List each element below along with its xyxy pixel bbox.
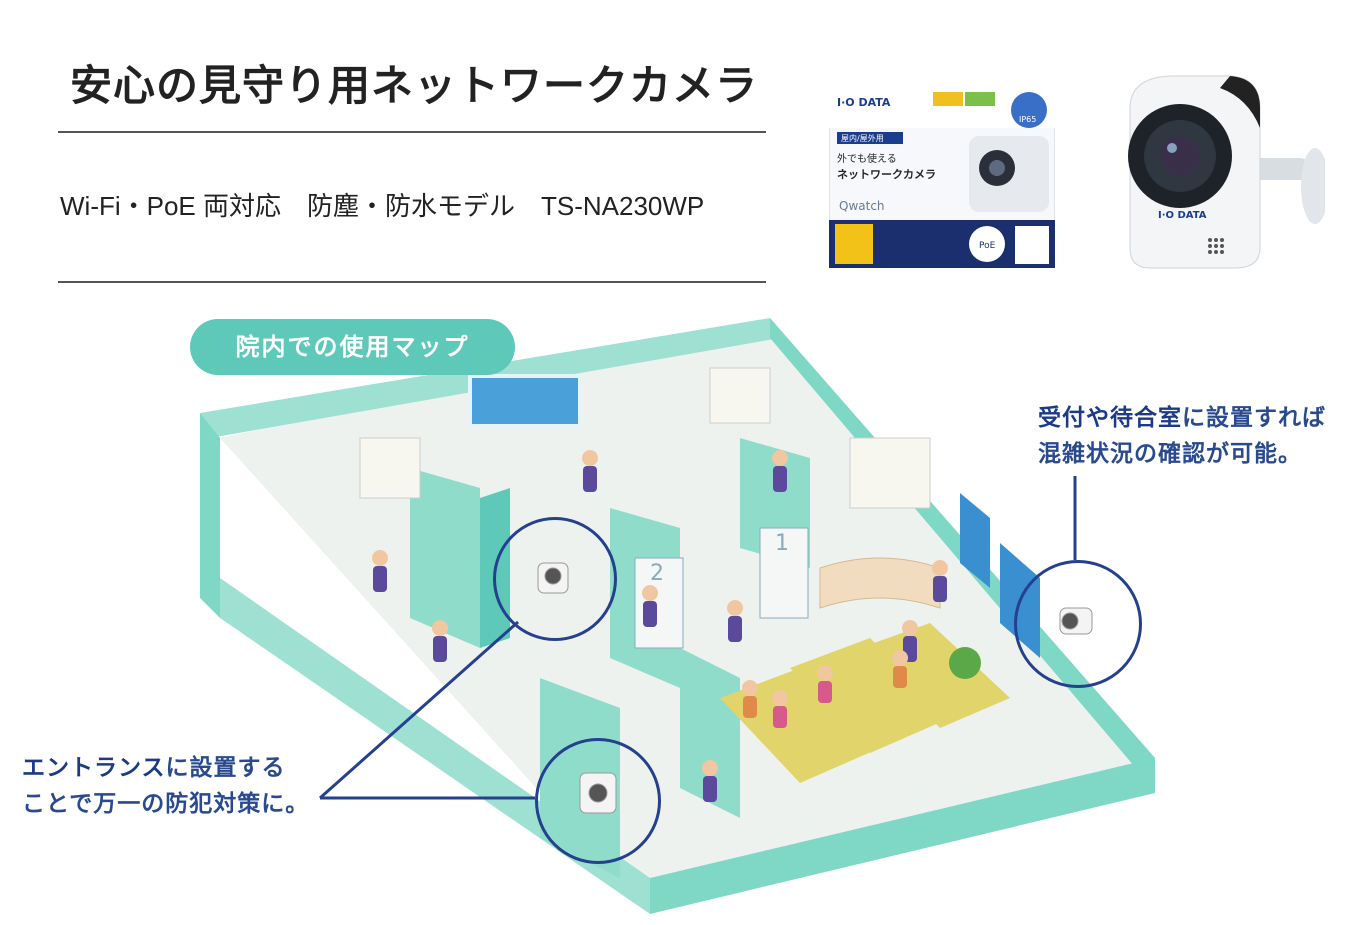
door-number-1: 1 (775, 531, 789, 556)
box-brand: I·O DATA (837, 96, 891, 109)
box-line2: ネットワークカメラ (837, 168, 936, 181)
box-line1: 外でも使える (837, 152, 897, 165)
door-number-2: 2 (650, 561, 664, 586)
highlight-circle-entrance (535, 738, 661, 864)
divider-top (58, 131, 766, 133)
camera-brand: I·O DATA (1158, 210, 1207, 221)
map-label: 院内での使用マップ (190, 319, 515, 375)
highlight-circle-room (493, 517, 617, 641)
callout-reception-highlight: 受付や待合室 (1038, 405, 1182, 431)
callout-entrance-line2: ことで万一の防犯対策に。 (22, 791, 310, 817)
box-rating: IP65 (1019, 115, 1036, 124)
box-poe: PoE (979, 241, 996, 251)
callout-reception-line1: に設置すれば (1182, 405, 1326, 431)
callout-entrance: エントランスに設置する ことで万一の防犯対策に。 (22, 750, 309, 822)
highlight-circle-reception (1014, 560, 1142, 688)
product-subtitle: Wi-Fi・PoE 両対応 防塵・防水モデル TS-NA230WP (60, 191, 705, 221)
callout-entrance-highlight: エントランス (22, 755, 166, 781)
callout-reception: 受付や待合室に設置すれば 混雑状況の確認が可能。 (1038, 400, 1326, 472)
callout-entrance-line1: に設置する (165, 755, 286, 781)
page-title: 安心の見守り用ネットワークカメラ (70, 61, 759, 110)
callout-reception-line2: 混雑状況の確認が可能。 (1038, 441, 1302, 467)
box-series: Qwatch (839, 199, 885, 213)
divider-bottom (58, 281, 766, 283)
product-box-image: I·O DATA IP65 屋内/屋外用 外でも使える ネットワークカメラ Qw… (829, 88, 1055, 268)
clinic-map-illustration: 2 1 (200, 318, 1155, 914)
box-tag: 屋内/屋外用 (841, 133, 884, 143)
camera-photo: I·O DATA (1128, 75, 1325, 269)
